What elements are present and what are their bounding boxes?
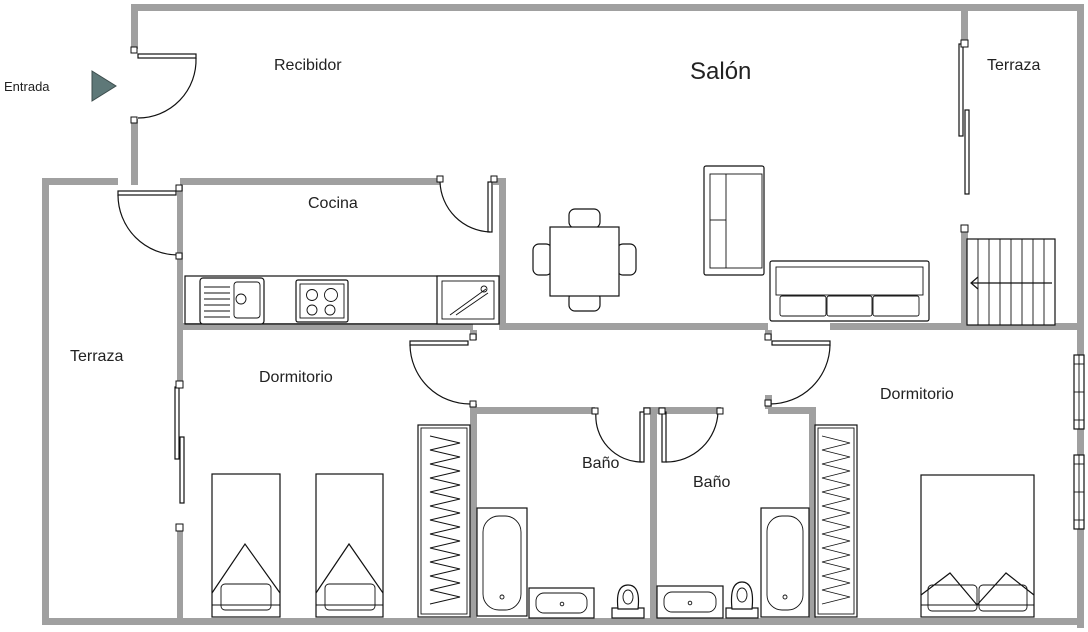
double-bed-icon [920,474,1035,618]
door-icon [436,175,498,233]
door-icon [658,407,724,463]
washbasin-icon [656,585,724,619]
sink-icon [199,277,265,325]
door-icon [409,333,477,408]
door-icon [130,46,197,124]
sliding-door-icon [958,39,970,233]
toilet-icon [725,581,759,619]
label-kitchen: Cocina [308,195,358,212]
bathtub-icon [760,507,810,618]
sliding-door-icon [174,380,185,532]
label-living-room: Salón [690,58,751,85]
toilet-icon [611,584,645,619]
label-bedroom-right: Dormitorio [880,386,954,403]
sofa-icon [769,260,930,322]
dining-table-icon [532,208,637,312]
label-bathroom-left: Baño [582,455,619,472]
wardrobe-icon [417,424,471,618]
label-terrace-right: Terraza [987,57,1040,74]
armchair-icon [703,165,765,276]
single-bed-icon [211,473,281,618]
shower-icon [436,275,500,325]
label-bathroom-right: Baño [693,474,730,491]
bathtub-icon [476,507,528,617]
stove-icon [295,279,349,323]
door-icon [117,184,183,260]
walls [42,4,1084,628]
window-icon [1073,354,1085,430]
washbasin-icon [528,587,595,619]
wardrobe-icon [814,424,858,618]
label-entrance: Entrada [4,79,50,94]
staircase-icon [966,238,1056,326]
entrance-arrow-icon [91,70,117,102]
window-icon [1073,454,1085,530]
label-terrace-left: Terraza [70,348,123,365]
label-bedroom-left: Dormitorio [259,369,333,386]
door-icon [591,407,651,463]
single-bed-icon [315,473,384,618]
door-icon [764,333,831,407]
label-hall: Recibidor [274,57,342,74]
